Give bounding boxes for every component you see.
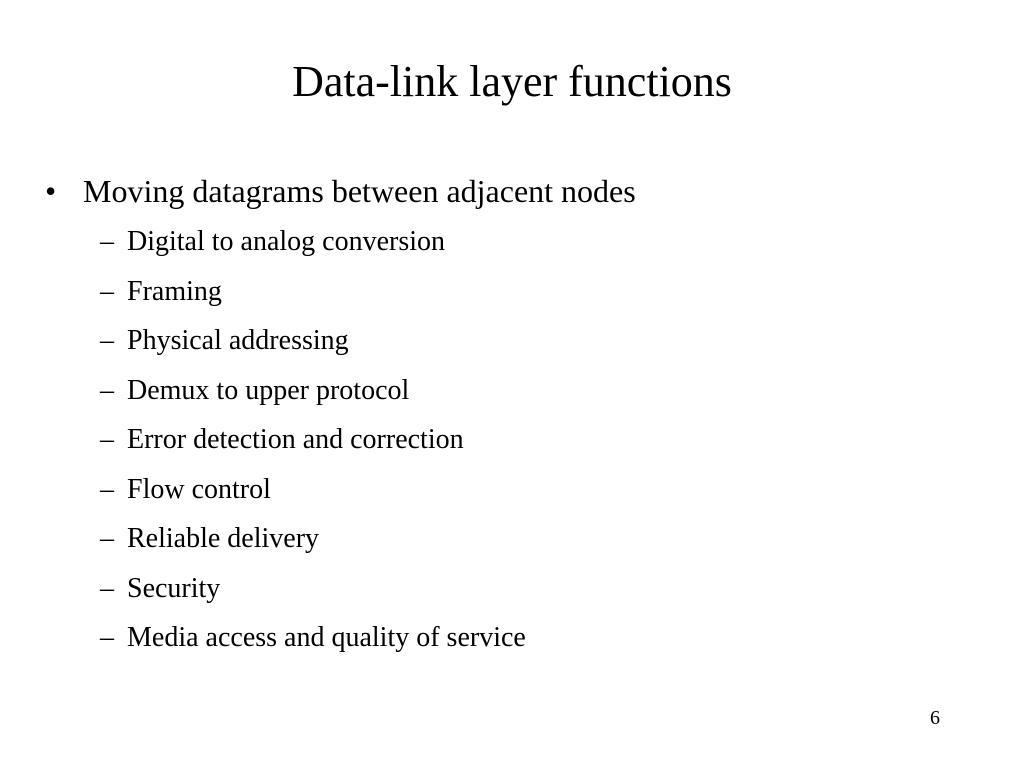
- sub-bullet-item: – Security: [45, 564, 985, 614]
- dash-marker: –: [100, 275, 114, 307]
- slide-content: • Moving datagrams between adjacent node…: [45, 165, 985, 663]
- dash-marker: –: [100, 572, 114, 604]
- dash-marker: –: [100, 374, 114, 406]
- sub-bullet-list: – Digital to analog conversion – Framing…: [45, 217, 985, 663]
- dash-marker: –: [100, 226, 114, 257]
- page-number: 6: [930, 707, 940, 729]
- dash-marker: –: [100, 325, 114, 356]
- dash-marker: –: [100, 622, 114, 653]
- sub-bullet-text: Digital to analog conversion: [127, 226, 446, 257]
- sub-bullet-text: Demux to upper protocol: [127, 374, 410, 406]
- dash-marker: –: [100, 523, 114, 554]
- dash-marker: –: [100, 473, 114, 505]
- bullet-marker: •: [45, 173, 57, 209]
- sub-bullet-text: Media access and quality of service: [127, 622, 526, 653]
- sub-bullet-item: – Media access and quality of service: [45, 613, 985, 663]
- dash-marker: –: [100, 424, 114, 455]
- sub-bullet-text: Security: [127, 572, 221, 604]
- slide-title: Data-link layer functions: [292, 57, 732, 106]
- sub-bullet-text: Reliable delivery: [127, 523, 320, 554]
- sub-bullet-item: – Flow control: [45, 465, 985, 515]
- sub-bullet-item: – Demux to upper protocol: [45, 366, 985, 416]
- sub-bullet-item: – Framing: [45, 267, 985, 317]
- sub-bullet-item: – Error detection and correction: [45, 415, 985, 465]
- bullet-item: • Moving datagrams between adjacent node…: [45, 165, 985, 217]
- sub-bullet-text: Physical addressing: [127, 325, 349, 356]
- sub-bullet-text: Error detection and correction: [127, 424, 464, 455]
- sub-bullet-item: – Digital to analog conversion: [45, 217, 985, 267]
- sub-bullet-text: Flow control: [127, 473, 271, 505]
- sub-bullet-text: Framing: [127, 275, 222, 307]
- bullet-text: Moving datagrams between adjacent nodes: [83, 173, 636, 209]
- sub-bullet-item: – Physical addressing: [45, 316, 985, 366]
- sub-bullet-item: – Reliable delivery: [45, 514, 985, 564]
